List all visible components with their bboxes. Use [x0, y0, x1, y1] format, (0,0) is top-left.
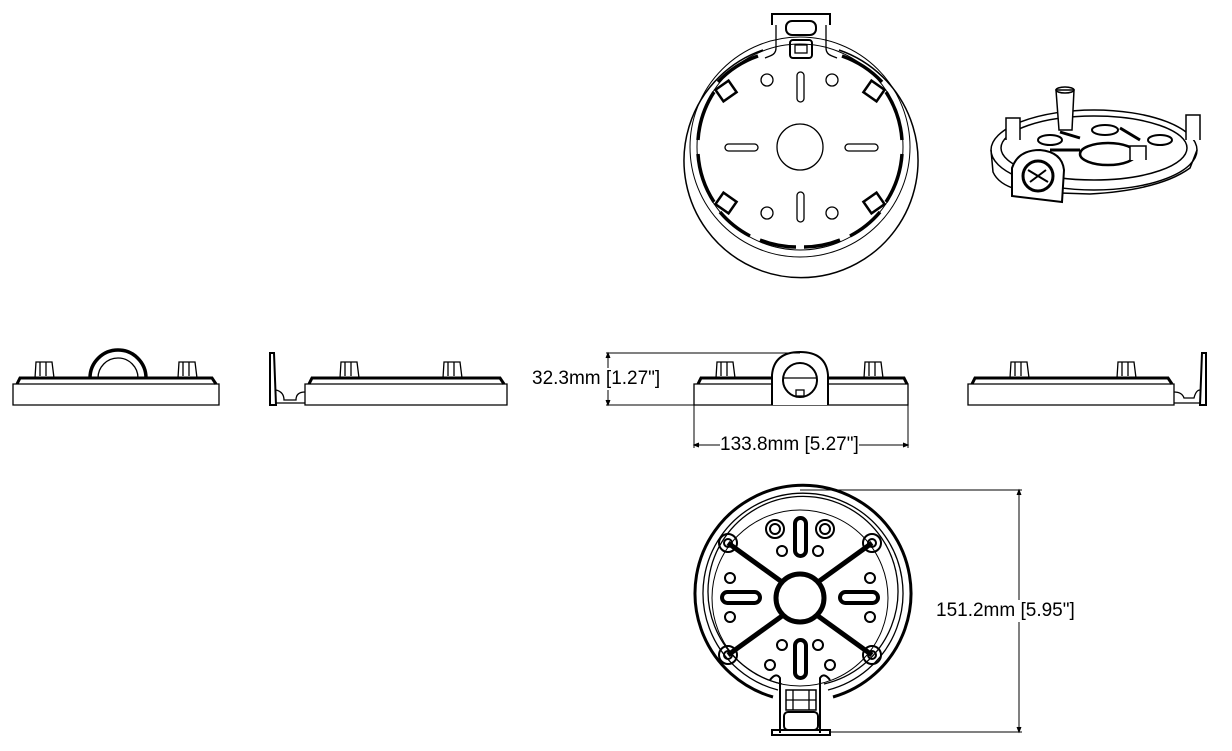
bottom-view-dimensioned — [693, 483, 913, 736]
diameter-dimension-label: 151.2mm [5.95"] — [936, 600, 1075, 622]
front-view-dimensioned — [693, 350, 909, 406]
side-view-right — [967, 352, 1207, 406]
width-dimension-label: 133.8mm [5.27"] — [720, 434, 859, 456]
side-view-left — [12, 348, 220, 406]
height-dimension-label: 32.3mm [1.27"] — [532, 368, 661, 390]
dimension-lines — [605, 351, 1022, 734]
top-view — [683, 13, 919, 279]
side-view-back — [269, 352, 508, 406]
isometric-view — [990, 86, 1201, 204]
